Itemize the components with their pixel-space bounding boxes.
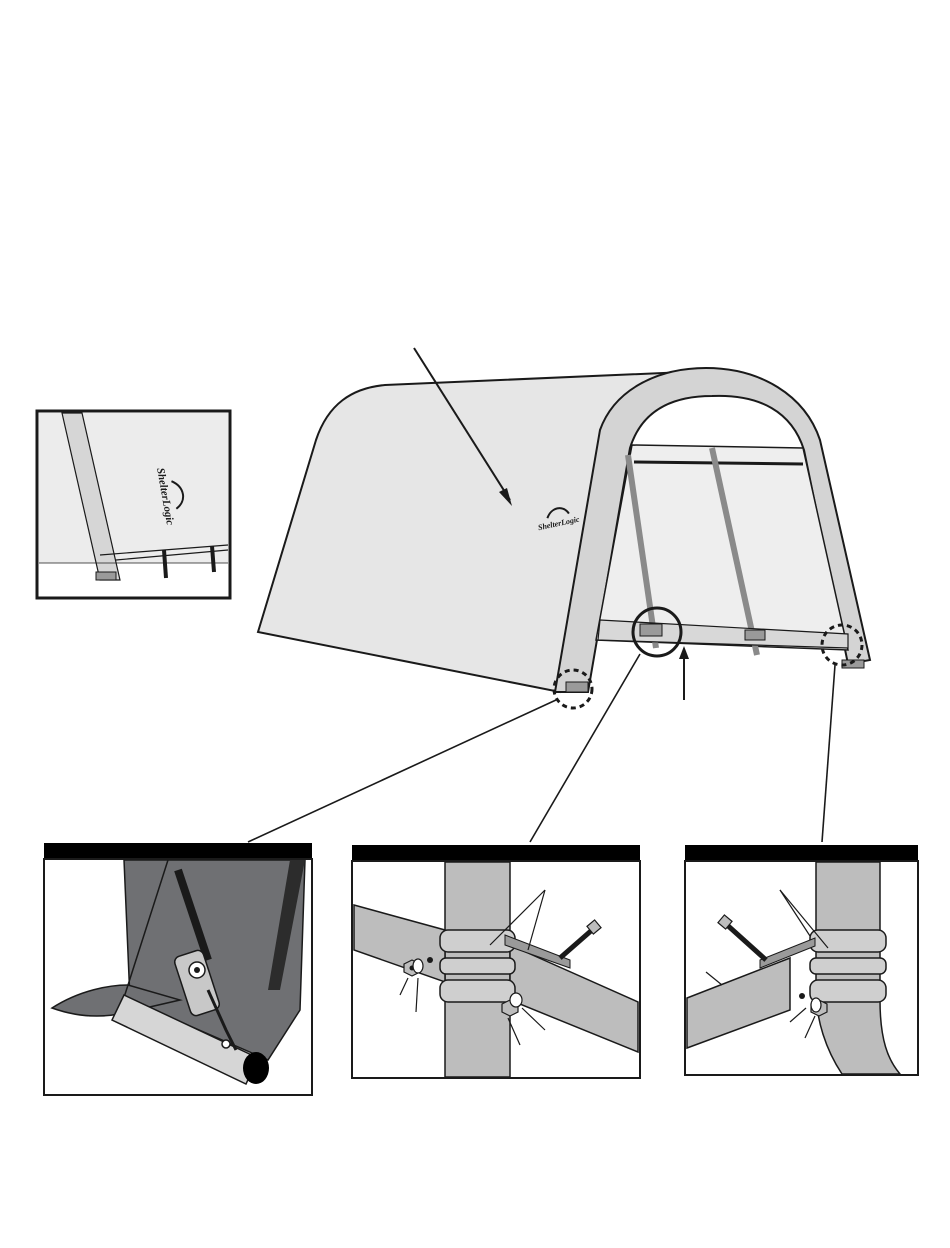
detail-panel-ratchet: [44, 843, 312, 1095]
washer-icon: [413, 959, 423, 973]
leader-line-right: [822, 665, 835, 842]
leader-line-left: [248, 700, 556, 842]
washer-icon: [811, 998, 821, 1012]
washer-icon: [510, 993, 522, 1007]
inset-corner-view: ShelterLogic: [37, 411, 230, 598]
detail-panel-corner-connector: [685, 845, 918, 1075]
shelter-illustration: ShelterLogic: [248, 348, 870, 842]
detail-panel-center-connector: [352, 845, 640, 1078]
